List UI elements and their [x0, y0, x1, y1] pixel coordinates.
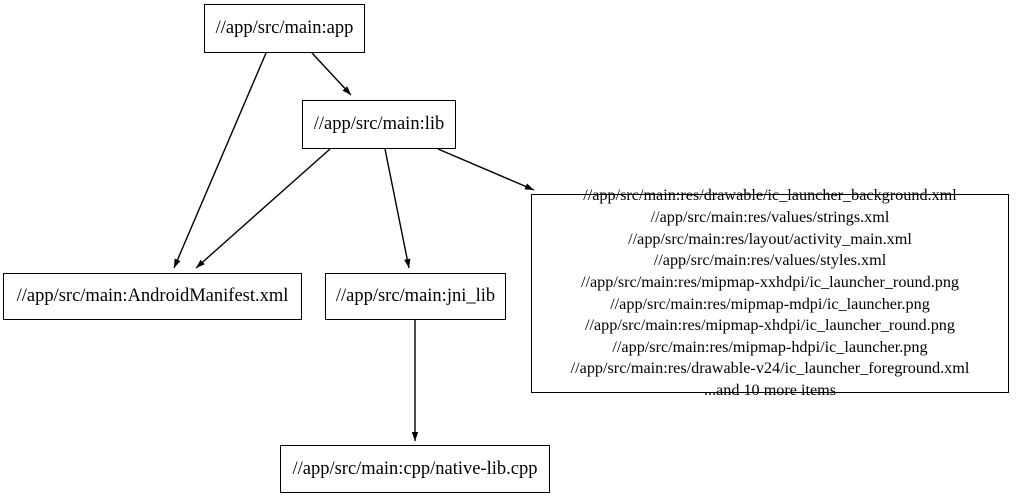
- node-app[interactable]: //app/src/main:app: [204, 4, 365, 53]
- node-android-manifest[interactable]: //app/src/main:AndroidManifest.xml: [3, 273, 302, 320]
- node-jni-lib[interactable]: //app/src/main:jni_lib: [325, 273, 506, 320]
- node-lib-label: //app/src/main:lib: [313, 114, 445, 135]
- node-native-lib-cpp[interactable]: //app/src/main:cpp/native-lib.cpp: [280, 445, 550, 493]
- edge-lib-to-jni: [384, 148, 411, 269]
- node-android-manifest-label: //app/src/main:AndroidManifest.xml: [16, 286, 289, 307]
- edge-lib-to-manifest: [195, 148, 331, 269]
- node-app-label: //app/src/main:app: [215, 18, 354, 39]
- node-native-lib-cpp-label: //app/src/main:cpp/native-lib.cpp: [292, 458, 538, 479]
- edge-app-to-lib: [311, 52, 352, 96]
- node-res-collection-label: //app/src/main:res/drawable/ic_launcher_…: [570, 186, 970, 399]
- node-res-collection[interactable]: //app/src/main:res/drawable/ic_launcher_…: [531, 186, 1009, 399]
- node-lib[interactable]: //app/src/main:lib: [302, 100, 456, 149]
- edge-app-to-manifest: [173, 52, 267, 269]
- edge-lib-to-res: [437, 148, 535, 191]
- node-jni-lib-label: //app/src/main:jni_lib: [335, 286, 496, 307]
